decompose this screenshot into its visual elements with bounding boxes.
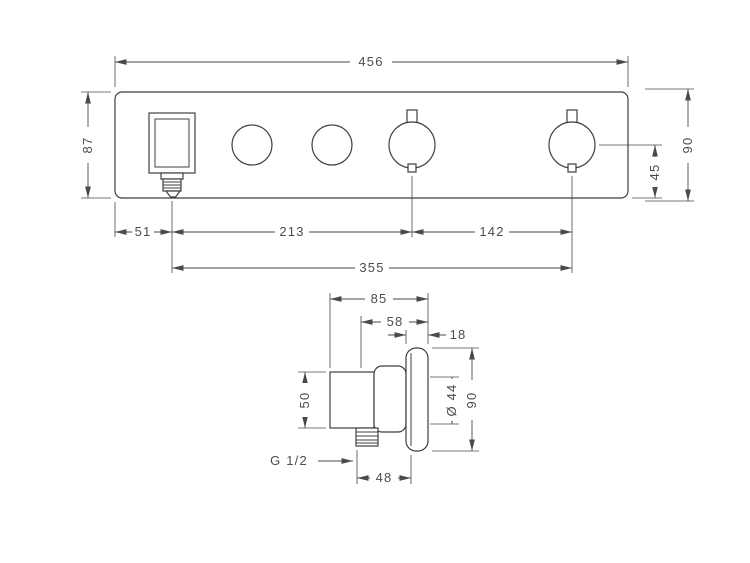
dim-label-edge-to-handle: 51 xyxy=(135,224,152,239)
side-view-drawing: 85 58 18 Ø 44 90 50 48 G 1/2 xyxy=(270,291,479,485)
knob-profile xyxy=(373,365,407,433)
dim-label-height-right: 90 xyxy=(680,137,695,154)
thread-size-label: G 1/2 xyxy=(270,453,308,468)
dim-label-mid-depth: 58 xyxy=(387,314,404,329)
dim-label-plate-height: 90 xyxy=(464,392,479,409)
thermostat-handle-1 xyxy=(388,109,436,173)
dim-label-knob-diameter: Ø 44 xyxy=(444,384,459,417)
dim-label-handle-to-thermo: 213 xyxy=(279,224,304,239)
escutcheon-plate xyxy=(405,347,429,452)
select-button-1 xyxy=(231,124,273,166)
dim-label-total-width: 456 xyxy=(358,54,383,69)
index-notch xyxy=(567,163,577,173)
front-view-drawing: 456 87 90 45 51 213 142 355 xyxy=(80,54,695,275)
outlet-tip xyxy=(164,190,182,198)
select-button-2 xyxy=(311,124,353,166)
dim-label-body-height: 50 xyxy=(297,392,312,409)
valve-body xyxy=(329,371,375,429)
thread-stub xyxy=(355,427,379,447)
side-dimension-labels: 85 58 18 Ø 44 90 50 48 G 1/2 xyxy=(270,291,479,485)
thermostat-handle-2 xyxy=(548,109,596,173)
dim-label-total-span: 355 xyxy=(359,260,384,275)
dim-label-plate-projection: 18 xyxy=(450,327,467,342)
dim-label-center-to-bottom: 45 xyxy=(647,164,662,181)
front-dimension-labels: 456 87 90 45 51 213 142 355 xyxy=(80,54,695,275)
shutoff-handle xyxy=(148,112,196,198)
dim-label-thread-offset: 48 xyxy=(376,470,393,485)
dim-label-thermo-spacing: 142 xyxy=(479,224,504,239)
dim-label-total-depth: 85 xyxy=(371,291,388,306)
dim-label-height-left: 87 xyxy=(80,137,95,154)
index-notch xyxy=(407,163,417,173)
index-tab xyxy=(406,109,418,124)
index-tab xyxy=(566,109,578,124)
